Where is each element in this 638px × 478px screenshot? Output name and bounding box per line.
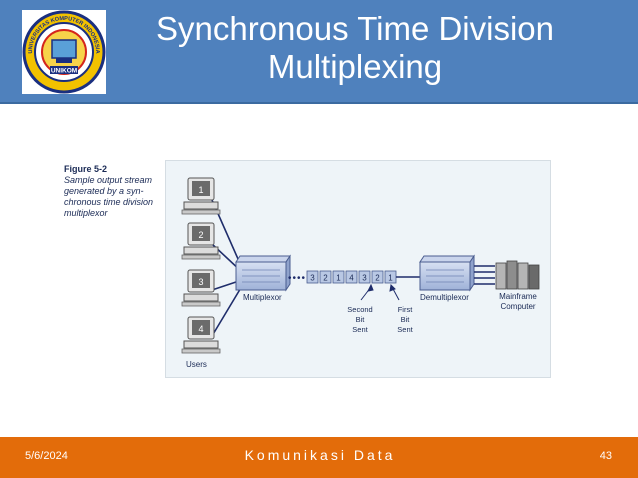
- stream-slot: 2: [371, 270, 384, 284]
- second-bit-label: Sent: [352, 325, 368, 334]
- title-line-2: Multiplexing: [267, 48, 443, 85]
- unikom-logo: UNIKOM UNIVERSITAS KOMPUTER INDONESIA: [22, 10, 106, 94]
- stream-ellipsis: ••••: [288, 273, 306, 284]
- stream-slot: 1: [332, 270, 345, 284]
- demultiplexor-device: [419, 254, 475, 292]
- user-computer-3: 3: [181, 269, 221, 307]
- user-computer-2: 2: [181, 222, 221, 260]
- slot-label: 2: [375, 274, 380, 283]
- stream-slot: 2: [319, 270, 332, 284]
- demux-output-links: [474, 265, 495, 285]
- figure-desc-line: chronous time division: [64, 197, 154, 207]
- slot-label: 4: [349, 274, 354, 283]
- user-computer-4: 4: [181, 316, 221, 354]
- footer-course-title: Komunikasi Data: [244, 447, 396, 463]
- slot-label: 3: [310, 274, 315, 283]
- stream-slot: 4: [345, 270, 358, 284]
- slide-title: Synchronous Time Division Multiplexing: [120, 10, 590, 86]
- user-number: 3: [198, 277, 203, 287]
- slide-footer: 5/6/2024 Komunikasi Data 43: [0, 437, 638, 478]
- multiplexor-device: [235, 254, 291, 292]
- stream-slot: 3: [306, 270, 319, 284]
- slot-label: 2: [323, 274, 328, 283]
- user-number: 4: [198, 324, 203, 334]
- multiplexor-label: Multiplexor: [243, 293, 282, 302]
- slide-header: UNIKOM UNIVERSITAS KOMPUTER INDONESIA Sy…: [0, 0, 638, 104]
- mainframe-computer: [495, 260, 540, 290]
- figure-caption: Figure 5-2 Sample output stream generate…: [64, 164, 164, 219]
- slot-label: 1: [336, 274, 341, 283]
- mainframe-label: Mainframe: [499, 292, 537, 301]
- figure-number: Figure 5-2: [64, 164, 108, 174]
- page-number: 43: [599, 450, 612, 462]
- output-stream: 3 2 1 4 3 2 1: [306, 270, 397, 284]
- footer-date: 5/6/2024: [25, 450, 68, 462]
- user-number: 2: [198, 230, 203, 240]
- stream-slot: 1: [384, 270, 397, 284]
- users-label: Users: [186, 360, 207, 369]
- second-bit-label: Bit: [356, 315, 366, 324]
- svg-text:UNIKOM: UNIKOM: [51, 68, 77, 75]
- first-bit-label: First: [398, 305, 413, 314]
- user-number: 1: [198, 185, 203, 195]
- unikom-seal-icon: UNIKOM UNIVERSITAS KOMPUTER INDONESIA: [22, 10, 106, 94]
- figure-desc-line: generated by a syn-: [64, 186, 144, 196]
- first-bit-label: Bit: [401, 315, 411, 324]
- second-bit-arrow: [360, 283, 374, 301]
- slot-label: 1: [388, 274, 393, 283]
- user-computer-1: 1: [181, 177, 221, 215]
- first-bit-label: Sent: [397, 325, 413, 334]
- figure-desc-line: multiplexor: [64, 208, 108, 218]
- mainframe-label: Computer: [500, 302, 535, 311]
- figure-panel: [165, 160, 551, 378]
- stream-slot: 3: [358, 270, 371, 284]
- link-user-4: [211, 285, 243, 337]
- first-bit-arrow: [389, 283, 400, 301]
- title-line-1: Synchronous Time Division: [156, 10, 554, 47]
- second-bit-label: Second: [347, 305, 372, 314]
- demultiplexor-label: Demultiplexor: [420, 293, 469, 302]
- slot-label: 3: [362, 274, 367, 283]
- figure-desc-line: Sample output stream: [64, 175, 153, 185]
